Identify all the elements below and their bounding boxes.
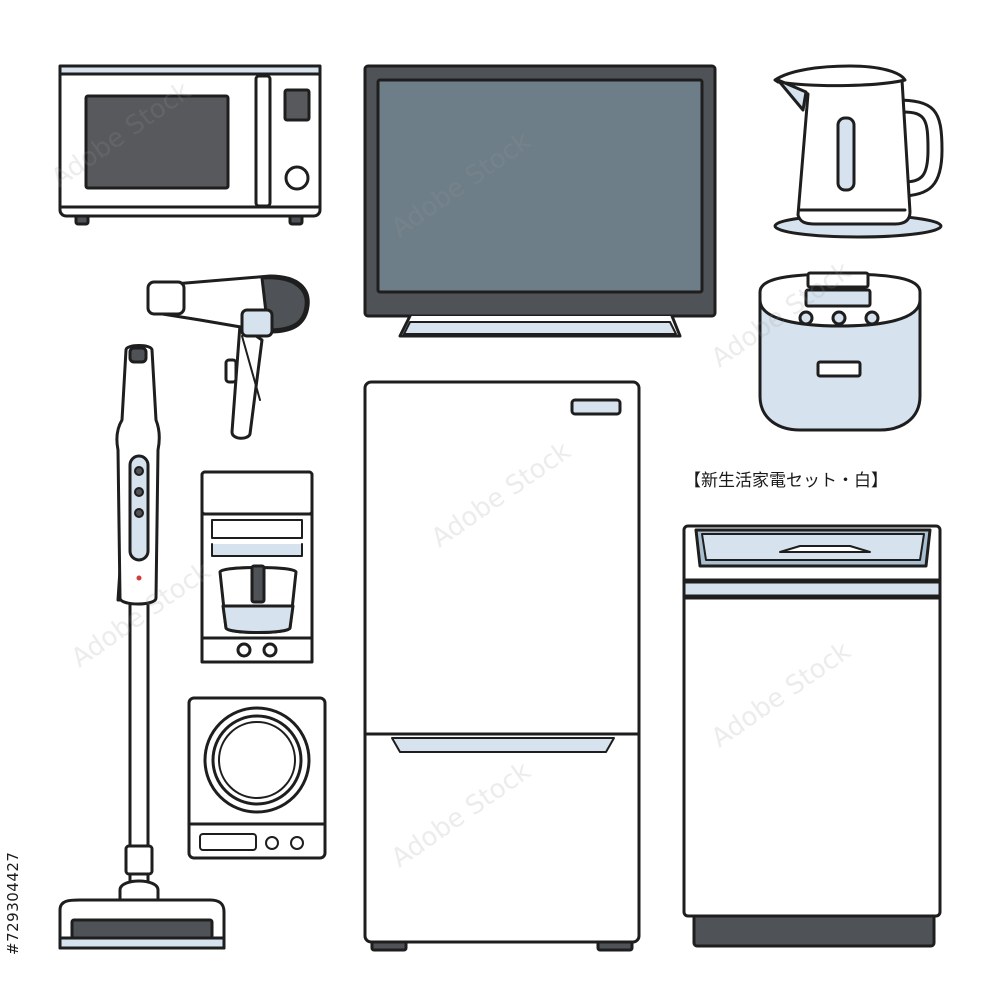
coffee-maker-icon [200,470,314,664]
vacuum-icon [58,344,226,950]
kettle-icon [773,64,944,239]
caption-title: 【新生活家電セット・白】 [684,471,888,491]
refrigerator-icon [363,380,641,952]
washing-machine-icon [682,524,942,948]
rice-cooker-icon [758,271,922,432]
microwave-icon [58,64,322,226]
drum-washer-icon [187,696,327,860]
hair-dryer-icon [146,274,310,440]
tv-icon [363,64,717,338]
stock-id-label: #729304427 [4,851,22,955]
